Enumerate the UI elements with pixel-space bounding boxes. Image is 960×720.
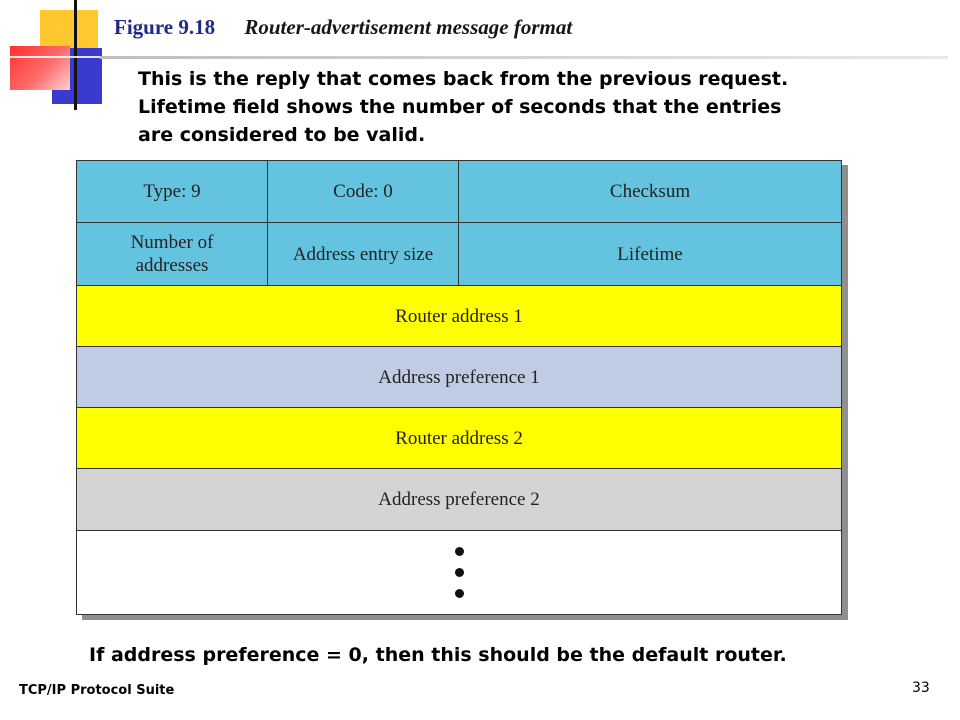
lifetime-field: Lifetime — [617, 243, 683, 265]
intro-line: This is the reply that comes back from t… — [138, 68, 789, 90]
header-row-1: Type: 9 Code: 0 Checksum — [77, 161, 841, 223]
decorative-vertical-line — [74, 0, 77, 110]
address-preference-2-row: Address preference 2 — [77, 469, 841, 531]
message-format-diagram: Type: 9 Code: 0 Checksum Number of addre… — [76, 160, 848, 620]
router-address-2-row: Router address 2 — [77, 408, 841, 469]
decorative-horizontal-line — [0, 56, 100, 58]
checksum-field: Checksum — [609, 181, 691, 202]
figure-number: Figure 9.18 — [114, 15, 216, 39]
figure-caption: Router-advertisement message format — [244, 15, 573, 39]
default-router-note: If address preference = 0, then this sho… — [89, 644, 787, 666]
diagram-frame: Type: 9 Code: 0 Checksum Number of addre… — [76, 160, 842, 615]
title-underline — [100, 56, 948, 59]
ellipsis-dot — [455, 547, 464, 556]
ellipsis-dot — [455, 589, 464, 598]
page-number: 33 — [912, 680, 930, 696]
address-entry-size-label: Address entry size — [292, 243, 434, 265]
number-of-addresses-field: Number of addresses — [77, 223, 268, 285]
decorative-red-square — [10, 46, 70, 90]
intro-text: This is the reply that comes back from t… — [138, 65, 898, 149]
address-preference-1-row: Address preference 1 — [77, 347, 841, 408]
router-address-1-row: Router address 1 — [77, 286, 841, 347]
router-address-2-field: Router address 2 — [395, 427, 523, 449]
type-field: Type: 9 — [77, 161, 268, 222]
code-field: Code: 0 — [268, 161, 459, 222]
footer-suite-label: TCP/IP Protocol Suite — [19, 683, 175, 698]
number-of-addresses-label: Number of addresses — [130, 232, 214, 276]
ellipsis-dot — [455, 568, 464, 577]
continuation-dots — [77, 531, 841, 614]
intro-line: are considered to be valid. — [138, 124, 426, 146]
figure-title: Figure 9.18 Router-advertisement message… — [114, 15, 572, 40]
intro-line: Lifetime field shows the number of secon… — [138, 96, 782, 118]
address-preference-1-field: Address preference 1 — [378, 366, 540, 388]
address-entry-size-field: Address entry size — [268, 223, 459, 285]
router-address-1-field: Router address 1 — [395, 305, 523, 327]
address-preference-2-field: Address preference 2 — [378, 489, 540, 510]
header-row-2: Number of addresses Address entry size L… — [77, 223, 841, 286]
